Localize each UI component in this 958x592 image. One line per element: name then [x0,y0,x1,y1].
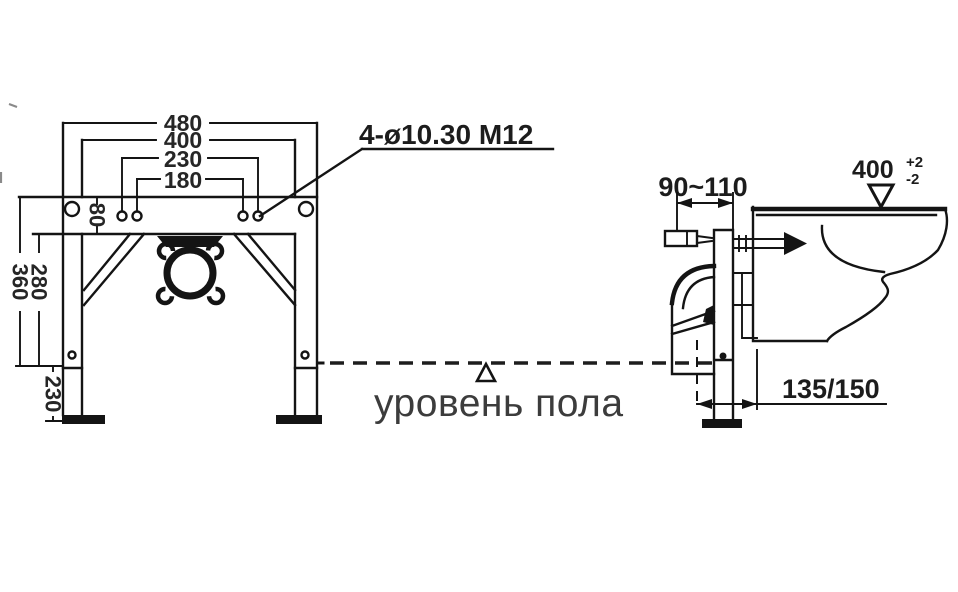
hole-callout-label: 4-ø10.30 M12 [359,119,533,150]
dim-line-230-leg [45,365,64,422]
dim-height-leg: 230 [41,376,66,413]
dim-holes-inner: 180 [164,167,202,193]
dim-height-mid: 280 [27,264,52,301]
drain-collar-ring [163,246,217,300]
dim-seat-tolerance-up: +2 [906,154,923,171]
level-mark-icon [474,361,498,383]
drain-elbow-wedge [703,305,714,325]
arrow-left-icon [677,198,692,208]
floor-level-label: уровень пола [374,382,624,425]
crossbar [17,195,319,236]
dim-height-total: 360 [8,264,33,301]
dim-holes-outer: 230 [164,146,202,172]
leg-hole-left [67,350,77,360]
arrow-right-icon [718,198,733,208]
dim-drain-offset: 135/150 [782,374,880,404]
bowl-inner-curve [820,224,886,274]
front-view-frame: 480 400 230 180 80 360 28 [8,110,555,424]
dim-seat-height: 400 [852,156,894,184]
leg-hole-right [300,350,310,360]
collar-clip-bottom-left [155,286,175,306]
drain-elbow-inner [681,275,716,310]
dim-inlet-range: 90~110 [658,172,747,202]
diagonal-braces [82,232,297,307]
scan-artifact-dash [8,102,18,109]
post-foot-plate [702,419,742,428]
post-hole [719,352,727,360]
collar-mount-block [157,236,223,247]
dim-bar-height: 80 [85,203,110,227]
bolt-hole-1 [116,210,128,222]
foot-plate-right [276,415,322,424]
bolt-arrow-icon [784,232,807,255]
dim-extension-lines-holes [121,157,259,211]
inlet-fitting [663,229,699,248]
rail-inner-lines [80,138,297,417]
collar-clip-top-left [156,241,176,261]
drain-arrow-left-icon [697,399,712,409]
post [712,228,735,421]
floor-level: уровень пола [316,361,712,425]
side-view: 90~110 400 +2 -2 135/150 [658,154,949,428]
inlet-fitting-neck [686,230,714,247]
rail-hole-left [63,200,81,218]
bowl-outer-profile [825,207,949,343]
bolt-hole-2 [131,210,143,222]
collar-clip-bottom-right [206,286,226,306]
dim-width-outer: 480 [164,110,202,136]
fixing-bolt [732,235,785,252]
flush-connection [732,272,758,339]
hole-callout-leader [258,147,555,218]
foot-plate-left [62,415,105,424]
collar-clip-top-right [205,241,225,261]
rail-hole-right [297,200,315,218]
dim-seat-tolerance-down: -2 [906,171,919,188]
bolt-hole-4 [252,210,264,222]
bowl-back-and-bottom [751,205,829,343]
dim-drain-lines [696,349,887,410]
drain-arrow-right-icon [742,399,757,409]
bolt-hole-3 [237,210,249,222]
datum-triangle-icon [866,183,896,211]
drain-elbow-body [670,301,716,376]
drain-elbow-outer [669,263,717,306]
dim-width-inner: 400 [164,127,202,153]
